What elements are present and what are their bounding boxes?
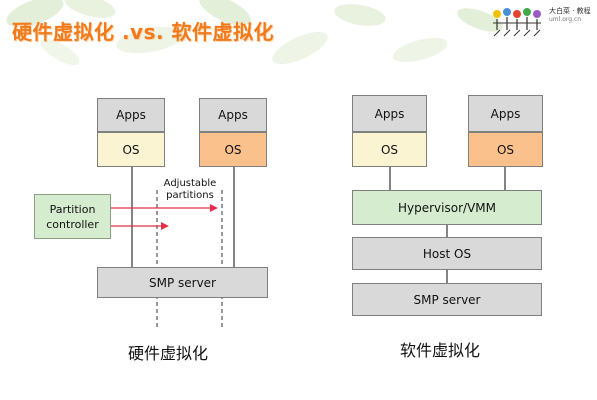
right-caption: 软件虚拟化 bbox=[400, 341, 481, 360]
logo: 大白菜 · 教程 uml.org.cn bbox=[491, 4, 591, 48]
right-smp-server-box: SMP server bbox=[352, 283, 542, 316]
adjustable-label-line1: Adjustable bbox=[163, 178, 217, 189]
right-os-box-1: OS bbox=[352, 132, 427, 167]
partition-label-line1: Partition bbox=[49, 202, 96, 216]
hypervisor-box: Hypervisor/VMM bbox=[352, 190, 542, 225]
right-os-box-2: OS bbox=[468, 132, 543, 167]
host-os-box: Host OS bbox=[352, 237, 542, 270]
partition-label-line2: controller bbox=[46, 217, 99, 231]
partition-controller-box: Partition controller bbox=[34, 194, 111, 239]
page-title: 硬件虚拟化 .vs. 软件虚拟化 bbox=[12, 20, 275, 44]
right-apps-box-2: Apps bbox=[468, 95, 543, 132]
adjustable-partitions-label: Adjustable partitions bbox=[155, 178, 225, 202]
left-os-box-1: OS bbox=[97, 132, 165, 167]
adjustable-label-line2: partitions bbox=[166, 190, 214, 201]
left-smp-server-box: SMP server bbox=[97, 267, 268, 298]
logo-line1: 大白菜 · 教程 bbox=[549, 7, 591, 15]
right-apps-box-1: Apps bbox=[352, 95, 427, 132]
left-apps-box-1: Apps bbox=[97, 98, 165, 132]
left-caption: 硬件虚拟化 bbox=[128, 344, 209, 363]
left-apps-box-2: Apps bbox=[199, 98, 267, 132]
left-os-box-2: OS bbox=[199, 132, 267, 167]
leaf-decoration bbox=[6, 0, 503, 65]
logo-line2: uml.org.cn bbox=[549, 16, 582, 23]
logo-figures-icon bbox=[493, 8, 541, 37]
